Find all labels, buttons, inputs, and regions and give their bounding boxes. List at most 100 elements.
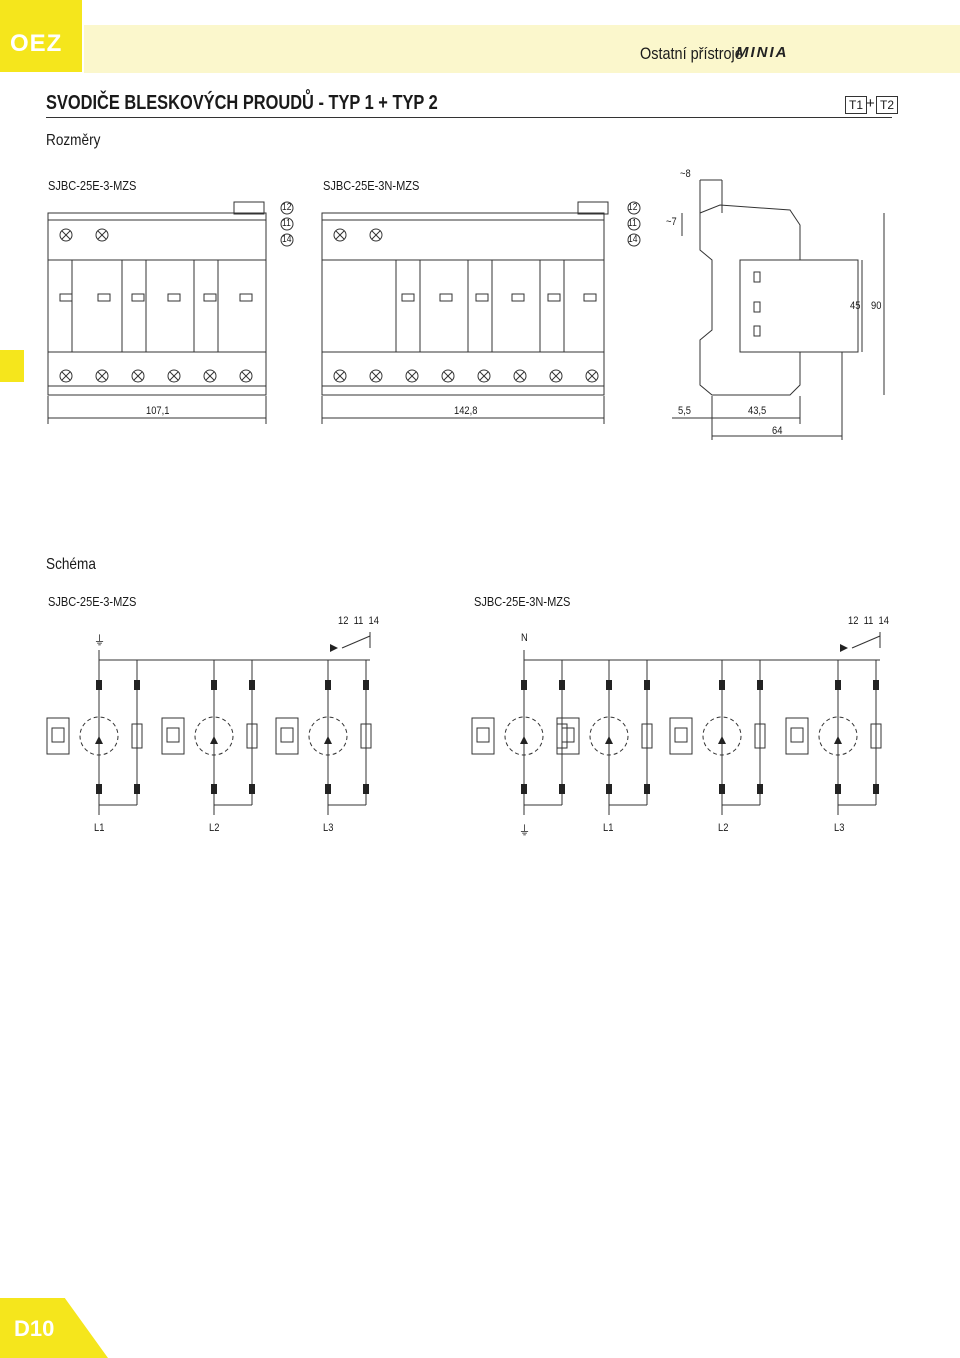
dim-b-contact-12: 12 [628, 202, 638, 213]
indicator-window [239, 293, 253, 302]
schema-a-contacts: 12 11 14 [338, 615, 379, 627]
schema-b-l2: L2 [718, 822, 729, 834]
logo-box [0, 0, 82, 72]
contact-switch [851, 635, 881, 649]
fuse-terminal [719, 784, 725, 794]
spark-gap [785, 717, 809, 755]
oez-logo: OEZ [10, 30, 63, 57]
dim-a-contact-12: 12 [282, 202, 292, 213]
badge-t2: T2 [876, 96, 898, 114]
dim-approx-7: ~7 [666, 216, 677, 228]
header-band [84, 25, 960, 73]
terminal-screw [239, 369, 253, 383]
contact-arrow [840, 644, 848, 652]
fuse-terminal [719, 680, 725, 690]
fuse-terminal [363, 784, 369, 794]
fuse-terminal [325, 680, 331, 690]
indicator-window [97, 293, 111, 302]
schema-b-ground-bottom: ⏚ [519, 823, 531, 838]
dim-45: 45 [850, 300, 861, 312]
side-slot [753, 301, 761, 313]
header-subtitle: Ostatní přístroje [640, 44, 743, 63]
terminal-screw [203, 369, 217, 383]
spark-gap [471, 717, 495, 755]
dim-b-contact-11: 11 [628, 218, 637, 229]
terminal-screw [513, 369, 527, 383]
fuse-terminal [644, 784, 650, 794]
dimensions-heading: Rozměry [46, 132, 101, 149]
fuse-terminal [644, 680, 650, 690]
indicator-window [511, 293, 525, 302]
fuse-terminal [211, 784, 217, 794]
page-number: D10 [14, 1316, 55, 1341]
schema-heading: Schéma [46, 556, 96, 573]
schema-a-ground-top: ⏚ [94, 633, 106, 648]
schema-b-l3: L3 [834, 822, 845, 834]
indicator-window [203, 293, 217, 302]
contact-switch [341, 635, 371, 649]
dim-model-b: SJBC-25E-3N-MZS [323, 178, 420, 193]
fuse-terminal [757, 784, 763, 794]
terminal-screw [333, 369, 347, 383]
schema-model-b: SJBC-25E-3N-MZS [474, 594, 571, 609]
terminal-screw [585, 369, 599, 383]
side-tab [0, 350, 24, 382]
terminal-screw [369, 369, 383, 383]
title-rule [46, 117, 892, 118]
spark-gap [275, 717, 299, 755]
fuse-terminal [363, 680, 369, 690]
fuse-terminal [873, 680, 879, 690]
fuse-terminal [835, 680, 841, 690]
contact-circle [280, 217, 294, 231]
fuse-terminal [249, 680, 255, 690]
dim-approx-8: ~8 [680, 168, 691, 180]
fuse-terminal [211, 680, 217, 690]
spark-gap [556, 717, 580, 755]
indicator-window [131, 293, 145, 302]
fuse-terminal [835, 784, 841, 794]
indicator-window [59, 293, 73, 302]
terminal-screw [369, 228, 383, 242]
indicator-window [475, 293, 489, 302]
terminal-screw [59, 369, 73, 383]
fuse-terminal [96, 680, 102, 690]
fuse-terminal [134, 784, 140, 794]
fuse-terminal [325, 784, 331, 794]
indicator-window [401, 293, 415, 302]
schema-b-l1: L1 [603, 822, 614, 834]
indicator-window [439, 293, 453, 302]
device-a-body [47, 212, 267, 396]
side-view [699, 204, 859, 396]
indicator-window [167, 293, 181, 302]
dim-90: 90 [871, 300, 882, 312]
minia-brand: MINIA [736, 44, 789, 61]
fuse-terminal [606, 680, 612, 690]
schema-model-a: SJBC-25E-3-MZS [48, 594, 137, 609]
fuse-terminal [521, 784, 527, 794]
contact-circle [627, 217, 641, 231]
schema-a-l3: L3 [323, 822, 334, 834]
device-b-body [321, 212, 605, 396]
badge-t1: T1 [845, 96, 867, 114]
schema-a-l1: L1 [94, 822, 105, 834]
terminal-screw [59, 228, 73, 242]
spark-gap [46, 717, 70, 755]
terminal-screw [131, 369, 145, 383]
dim-b-contact-14: 14 [628, 234, 638, 245]
fuse-terminal [606, 784, 612, 794]
contact-circle [280, 201, 294, 215]
side-slot [753, 271, 761, 283]
terminal-screw [95, 228, 109, 242]
contact-circle [280, 233, 294, 247]
terminal-screw [477, 369, 491, 383]
indicator-window [547, 293, 561, 302]
fuse-terminal [559, 680, 565, 690]
indicator-window [583, 293, 597, 302]
contact-circle [627, 201, 641, 215]
terminal-screw [95, 369, 109, 383]
contact-arrow [330, 644, 338, 652]
schema-a-l2: L2 [209, 822, 220, 834]
dim-model-a: SJBC-25E-3-MZS [48, 178, 137, 193]
fuse-terminal [134, 680, 140, 690]
spark-gap [669, 717, 693, 755]
